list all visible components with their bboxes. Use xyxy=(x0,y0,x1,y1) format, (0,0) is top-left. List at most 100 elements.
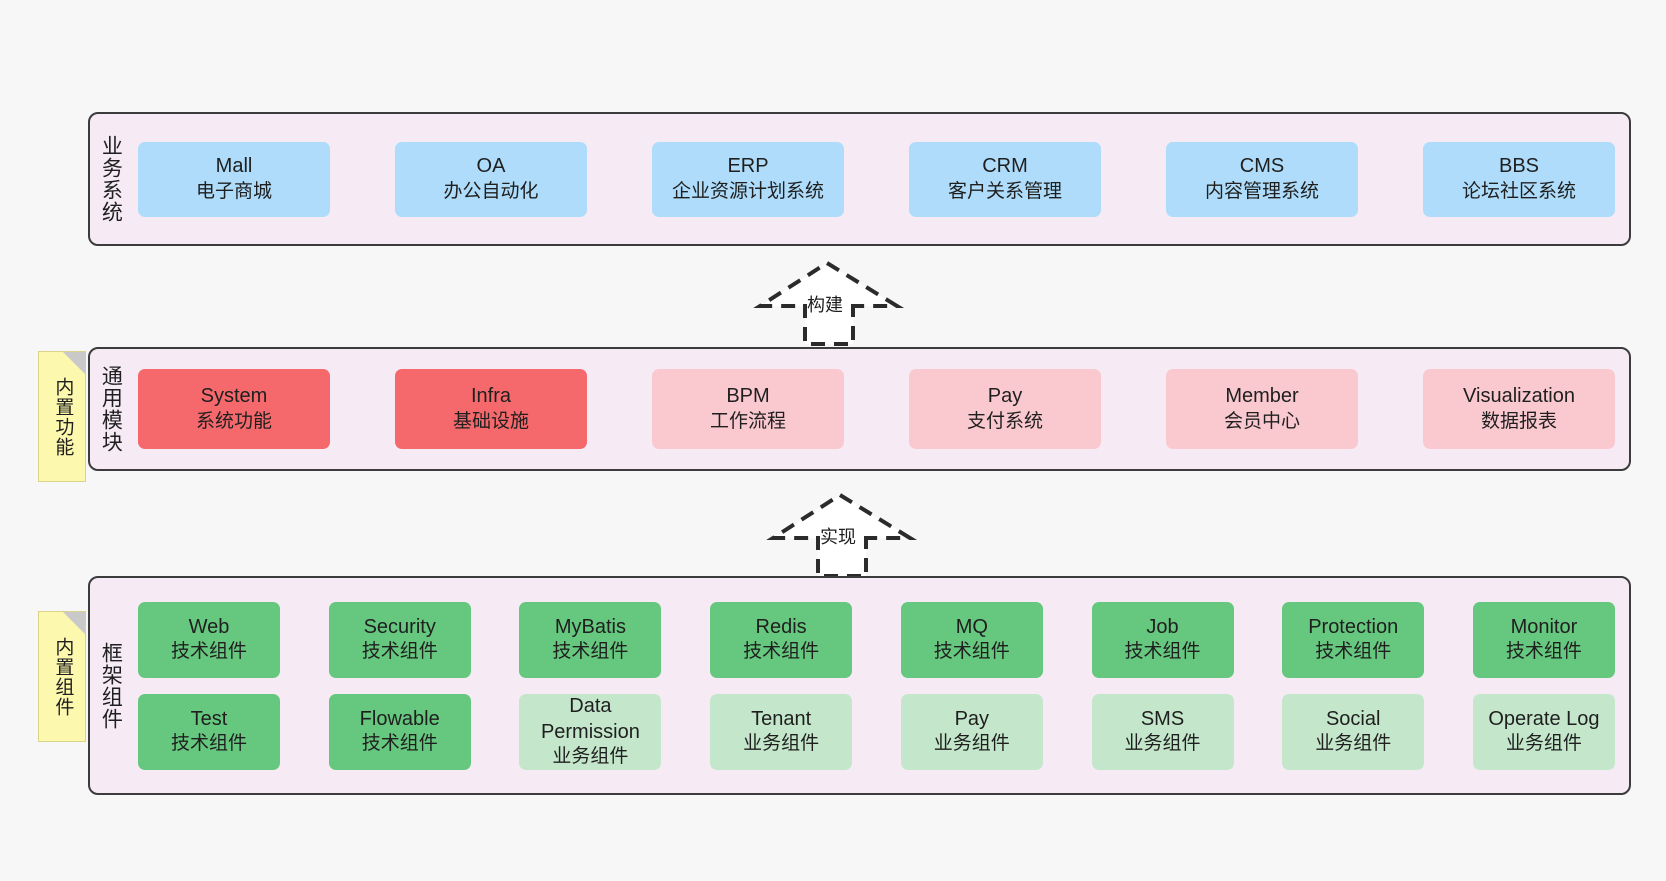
connector-build-shape xyxy=(753,260,905,346)
card-title-cn: 技术组件 xyxy=(170,641,247,663)
card-title-en: Social xyxy=(1325,707,1381,730)
card-title-en: Pay xyxy=(954,707,990,730)
connector-implement-shape xyxy=(766,492,918,578)
note-fold-corner-icon xyxy=(63,612,85,634)
card-title-en: System xyxy=(200,385,268,408)
card-title-cn: 电子商城 xyxy=(195,180,272,202)
card-title-cn: 内容管理系统 xyxy=(1204,180,1319,202)
card-title-en: BPM xyxy=(726,385,770,408)
connector-build-label: 构建 xyxy=(807,295,843,315)
connector-build: 构建 xyxy=(753,258,905,346)
card-monitor[interactable]: Monitor 技术组件 xyxy=(1472,601,1615,678)
layer-framework-title: 框架组件 xyxy=(99,641,123,730)
card-title-en: Flowable xyxy=(359,707,440,730)
card-title-en: Web xyxy=(188,615,230,638)
card-mq[interactable]: MQ 技术组件 xyxy=(900,601,1043,678)
card-title-en: CMS xyxy=(1239,155,1285,178)
card-title-en: Mall xyxy=(215,155,253,178)
card-title-en: ERP xyxy=(727,155,769,178)
card-title-en: Tenant xyxy=(751,707,812,730)
card-title-cn: 业务组件 xyxy=(1315,733,1392,755)
card-title-cn: 技术组件 xyxy=(170,733,247,755)
card-title-en: Job xyxy=(1146,615,1179,638)
card-social[interactable]: Social 业务组件 xyxy=(1282,693,1425,770)
card-title-cn: 业务组件 xyxy=(1505,733,1582,755)
card-title-cn: 技术组件 xyxy=(361,641,438,663)
card-title-en: Member xyxy=(1225,385,1299,408)
card-title-cn: 系统功能 xyxy=(195,410,272,432)
card-flowable[interactable]: Flowable 技术组件 xyxy=(328,693,471,770)
card-title-en: MyBatis xyxy=(554,615,626,638)
card-security[interactable]: Security 技术组件 xyxy=(328,601,471,678)
connector-implement-label: 实现 xyxy=(820,527,856,547)
card-title-cn: 技术组件 xyxy=(1505,641,1582,663)
card-title-cn: 业务组件 xyxy=(1124,733,1201,755)
card-title-cn: 基础设施 xyxy=(452,410,529,432)
card-title-cn: 业务组件 xyxy=(552,745,629,767)
card-redis[interactable]: Redis 技术组件 xyxy=(710,601,853,678)
note-builtin-features: 内置功能 xyxy=(38,351,86,482)
layer-business-title: 业务系统 xyxy=(99,135,123,223)
card-title-cn: 业务组件 xyxy=(743,733,820,755)
note-builtin-features-label: 内置功能 xyxy=(52,376,74,457)
card-title-en: BBS xyxy=(1498,155,1540,178)
card-title-cn: 数据报表 xyxy=(1480,410,1557,432)
card-operate-log[interactable]: Operate Log 业务组件 xyxy=(1472,693,1615,770)
card-title-en: OA xyxy=(476,155,506,178)
card-job[interactable]: Job 技术组件 xyxy=(1091,601,1234,678)
card-title-cn: 技术组件 xyxy=(361,733,438,755)
layer-module-title: 通用模块 xyxy=(99,365,123,453)
card-title-cn: 企业资源计划系统 xyxy=(671,180,824,202)
card-title-en: CRM xyxy=(982,155,1028,178)
card-title-cn: 业务组件 xyxy=(933,733,1010,755)
card-title-cn: 技术组件 xyxy=(743,641,820,663)
note-builtin-components: 内置组件 xyxy=(38,611,86,742)
card-title-cn: 工作流程 xyxy=(709,410,786,432)
card-title-cn: 会员中心 xyxy=(1223,410,1300,432)
card-title-cn: 技术组件 xyxy=(1124,641,1201,663)
card-title-en: Monitor xyxy=(1510,615,1578,638)
card-title-en: SMS xyxy=(1140,707,1185,730)
card-title-en: Data Permission xyxy=(540,695,640,743)
card-title-en: Redis xyxy=(755,615,807,638)
card-title-cn: 技术组件 xyxy=(933,641,1010,663)
card-title-cn: 客户关系管理 xyxy=(947,180,1062,202)
card-title-en: Protection xyxy=(1308,615,1399,638)
connector-implement: 实现 xyxy=(766,490,918,578)
card-title-en: Security xyxy=(363,615,436,638)
card-title-en: Visualization xyxy=(1463,385,1575,408)
card-pay[interactable]: Pay 业务组件 xyxy=(900,693,1043,770)
card-sms[interactable]: SMS 业务组件 xyxy=(1091,693,1234,770)
card-title-en: MQ xyxy=(955,615,988,638)
card-web[interactable]: Web 技术组件 xyxy=(138,601,280,678)
card-title-cn: 论坛社区系统 xyxy=(1461,180,1576,202)
card-title-en: Operate Log xyxy=(1488,707,1600,730)
card-tenant[interactable]: Tenant 业务组件 xyxy=(710,693,853,770)
note-builtin-components-label: 内置组件 xyxy=(52,636,74,717)
